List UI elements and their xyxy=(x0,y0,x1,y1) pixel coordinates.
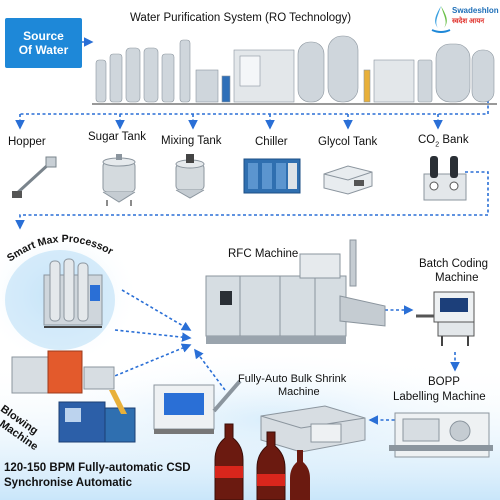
logo-hindi: स्वदेश आयन xyxy=(452,18,485,25)
co2-sub: 2 xyxy=(435,141,440,149)
label-shrink-line1: Fully-Auto Bulk Shrink xyxy=(238,373,347,385)
label-glycol-tank: Glycol Tank xyxy=(318,136,378,148)
logo-brand: SwadeshIon xyxy=(452,6,499,15)
sugar-tank-image xyxy=(102,154,136,206)
rfc-machine-image xyxy=(205,239,386,344)
footer-line2: Synchronise Automatic xyxy=(4,477,133,489)
label-bopp-line2: Labelling Machine xyxy=(393,391,486,403)
cola-bottles-image xyxy=(214,423,310,500)
label-co2-bank: CO2 Bank xyxy=(418,134,469,148)
glycol-tank-image xyxy=(323,165,373,195)
source-line2: Of Water xyxy=(18,43,69,57)
batch-coding-machine-image xyxy=(416,291,475,346)
arrow-stage1-to-stage2 xyxy=(15,171,489,230)
co2-bank-image xyxy=(423,156,467,201)
hopper-image xyxy=(12,156,57,198)
label-shrink-line2: Machine xyxy=(278,386,320,398)
footer-line1: 120-150 BPM Fully-automatic CSD xyxy=(4,462,191,474)
preform-machine-image xyxy=(153,379,242,434)
arrow-blowing-to-rfc xyxy=(114,329,192,342)
label-rfc-machine: RFC Machine xyxy=(228,248,299,260)
source-line1: Source xyxy=(23,29,64,43)
label-batch-coding-line2: Machine xyxy=(435,272,479,284)
co2-prefix: CO xyxy=(418,134,436,146)
ro-plant-image xyxy=(92,35,497,105)
arrow-ro-to-distribution xyxy=(20,100,489,115)
shrink-machine-image xyxy=(260,405,366,453)
swadeshion-logo xyxy=(431,6,451,33)
arrow-shrink-to-rfc xyxy=(194,348,226,391)
blowing-machine-image-2 xyxy=(58,390,136,443)
source-of-water-box: Source Of Water xyxy=(5,18,82,68)
label-bopp-line1: BOPP xyxy=(428,376,460,388)
label-batch-coding-line1: Batch Coding xyxy=(419,258,489,270)
mixing-tank-image xyxy=(175,154,205,199)
label-mixing-tank: Mixing Tank xyxy=(161,135,222,147)
label-hopper: Hopper xyxy=(8,136,46,148)
label-sugar-tank: Sugar Tank xyxy=(88,131,146,143)
smart-max-processor-image xyxy=(43,258,103,328)
smart-max-label-arc: Smart Max Processor xyxy=(5,233,115,264)
label-chiller: Chiller xyxy=(255,136,288,148)
arrow-blowing2-to-rfc xyxy=(104,343,192,381)
blowing-machine-image-1 xyxy=(11,350,115,394)
arrow-processor-to-rfc xyxy=(121,289,192,331)
bopp-labelling-machine-image xyxy=(389,412,493,458)
page-title: Water Purification System (RO Technology… xyxy=(130,12,352,24)
chiller-image xyxy=(243,158,301,194)
co2-suffix: Bank xyxy=(439,134,469,146)
